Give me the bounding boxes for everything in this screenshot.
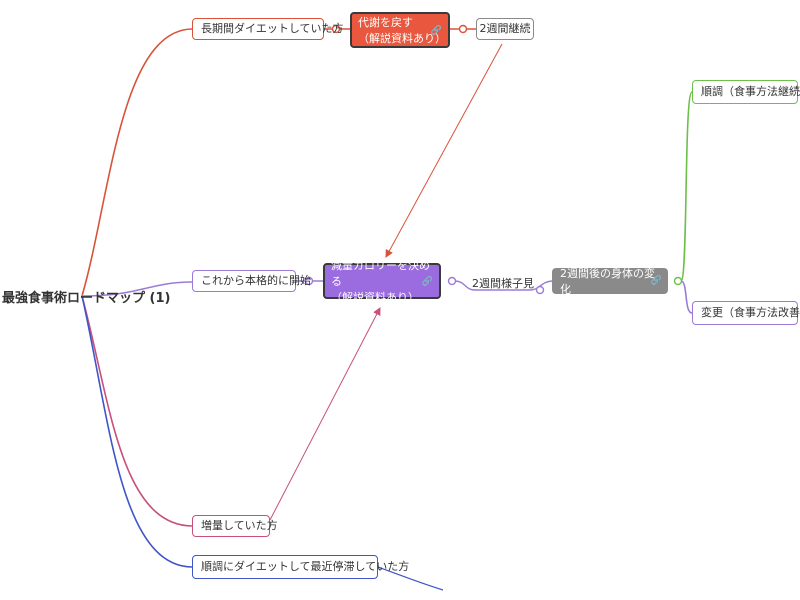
connector-center-change [454, 280, 553, 291]
node-center-line1: 減量カロリーを決める [331, 259, 430, 288]
node-restore-line2: （解説資料あり） [358, 32, 446, 45]
arrow-continue-to-center [385, 43, 503, 258]
root-title-text: 最強食事術ロードマップ (1) [2, 290, 171, 306]
connector-root-start [81, 281, 193, 297]
arrow-gained-to-center [269, 307, 381, 521]
node-gained-label: 増量していた方 [201, 519, 278, 532]
connector-root-stalled [81, 295, 193, 568]
node-restore-line1: 代謝を戻す [358, 16, 413, 29]
node-change-after[interactable]: 2週間後の身体の変化 🔗 [552, 267, 668, 296]
node-start-label: これから本格的に開始 [201, 274, 311, 287]
node-stalled-label: 順調にダイエットして最近停滞していた方 [201, 560, 410, 573]
node-continue-2w-label: 2週間継続 [479, 22, 531, 35]
connector-root-long-diet [81, 28, 193, 297]
link-icon[interactable]: 🔗 [430, 26, 442, 36]
node-restore-metabolism[interactable]: 代謝を戻す （解説資料あり） 🔗 [350, 12, 450, 48]
node-change[interactable]: 変更（食事方法改善） [692, 301, 800, 325]
node-good-label: 順調（食事方法継続） [701, 85, 800, 98]
label-watch-2w[interactable]: 2週間様子見 [472, 275, 534, 291]
connector-change-good [680, 91, 693, 282]
node-center-line2: （解説資料あり） [331, 291, 419, 304]
node-long-diet-label: 長期間ダイエットしていた方 [201, 22, 344, 35]
node-change-after-label: 2週間後の身体の変化 [560, 267, 655, 296]
node-good[interactable]: 順調（食事方法継続） [692, 80, 800, 104]
link-icon[interactable]: 🔗 [650, 276, 662, 286]
node-long-diet[interactable]: 長期間ダイエットしていた方 [192, 18, 344, 40]
connector-change-improve [680, 280, 693, 314]
connector-root-gained [81, 295, 193, 527]
node-stalled[interactable]: 順調にダイエットして最近停滞していた方 [192, 555, 409, 579]
node-change-label: 変更（食事方法改善） [701, 306, 800, 319]
node-continue-2w[interactable]: 2週間継続 [476, 18, 534, 40]
link-icon[interactable]: 🔗 [421, 277, 433, 287]
node-start[interactable]: これから本格的に開始 [192, 270, 311, 292]
root-title[interactable]: 最強食事術ロードマップ (1) [2, 286, 170, 306]
node-gained[interactable]: 増量していた方 [192, 515, 278, 537]
node-decide-calories[interactable]: 減量カロリーを決める （解説資料あり） 🔗 [323, 259, 441, 304]
label-watch-2w-text: 2週間様子見 [472, 277, 534, 290]
connector-stalled-out [377, 566, 444, 591]
